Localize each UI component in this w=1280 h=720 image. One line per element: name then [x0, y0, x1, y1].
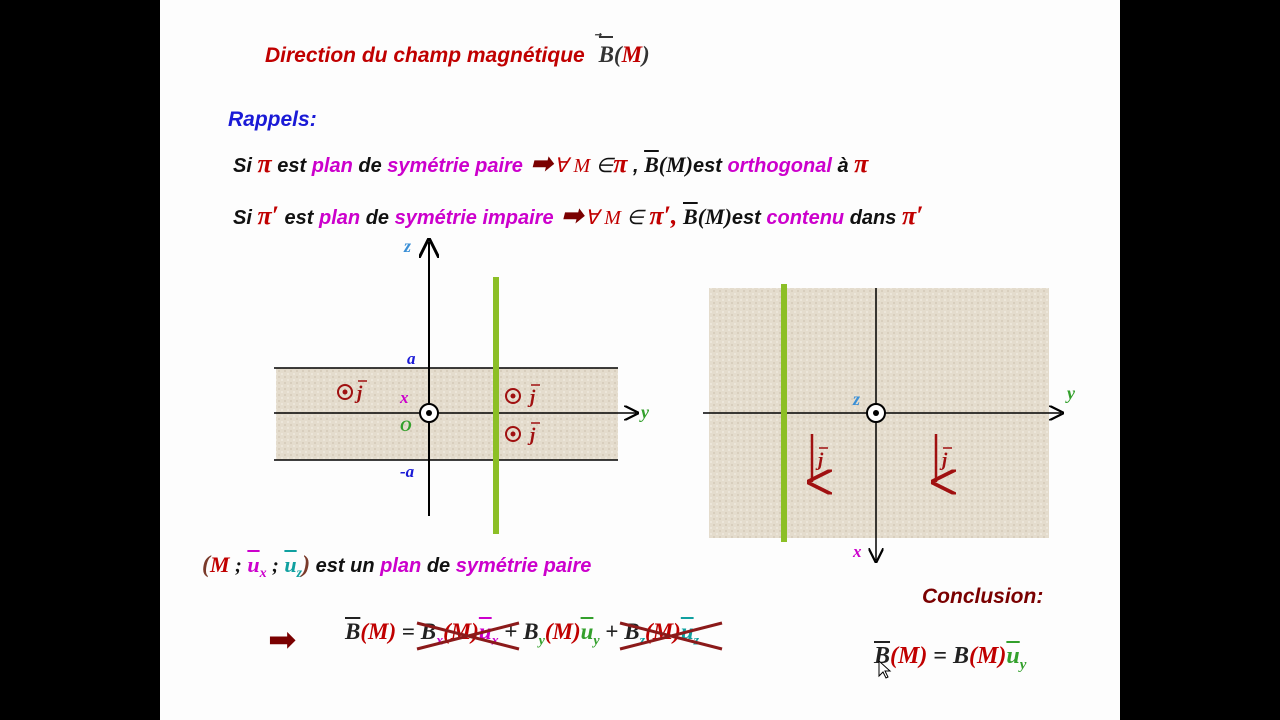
- svg-text:j: j: [527, 425, 536, 446]
- diagram-left-slab: z y x O a -a j j j: [274, 236, 650, 534]
- current-j-out-2: j: [505, 384, 540, 408]
- implies-arrow-icon: ➡: [561, 200, 583, 230]
- svg-text:j: j: [527, 387, 536, 408]
- label-minus-a: -a: [400, 462, 415, 481]
- current-j-down-1: j: [812, 434, 828, 482]
- z-label: z: [403, 236, 411, 256]
- mouse-cursor-icon: [878, 660, 892, 679]
- y-label: y: [1065, 383, 1076, 403]
- slide-title: Direction du champ magnétique ⃗ B(M): [265, 36, 650, 68]
- current-j-out-1: j: [337, 380, 367, 404]
- implies-arrow-icon: ➡: [530, 148, 553, 178]
- plane-statement: (M ; ux ; uz) est un plan de symétrie pa…: [202, 552, 592, 581]
- conclusion-formula: B(M) = B(M)uy: [874, 643, 1027, 673]
- title-vector-B: ⃗ B: [598, 36, 614, 67]
- rappels-heading: Rappels:: [228, 108, 317, 131]
- svg-text:j: j: [815, 450, 824, 471]
- rule-symetrie-impaire: Si π′ est plan de symétrie impaire ➡∀ M …: [233, 200, 924, 230]
- label-a: a: [407, 349, 416, 368]
- conclusion-label: Conclusion:: [922, 585, 1044, 608]
- slide: Direction du champ magnétique ⃗ B(M) Rap…: [160, 0, 1120, 720]
- rule-symetrie-paire: Si π est plan de symétrie paire ➡∀ M ∈π …: [233, 148, 869, 178]
- origin-label: O: [400, 418, 412, 435]
- slab-region: [276, 368, 618, 460]
- current-j-out-3: j: [505, 422, 540, 446]
- implies-arrow-icon: ➡: [268, 621, 297, 659]
- field-decomposition: B(M) = Bx(M)ux + By(M)uy + Bz(M)uz: [345, 619, 723, 651]
- current-j-down-2: j: [936, 434, 952, 482]
- svg-text:j: j: [354, 383, 363, 404]
- crossed-z-term: Bz(M)uz: [619, 619, 723, 651]
- x-label: x: [852, 542, 862, 561]
- title-text: Direction du champ magnétique: [265, 44, 585, 67]
- svg-text:j: j: [939, 450, 948, 471]
- z-label: z: [852, 389, 860, 409]
- y-label: y: [639, 402, 650, 422]
- diagram-right-plane: y z x j j: [703, 284, 1076, 567]
- x-label: x: [399, 388, 409, 407]
- crossed-x-term: Bx(M)ux: [416, 619, 520, 651]
